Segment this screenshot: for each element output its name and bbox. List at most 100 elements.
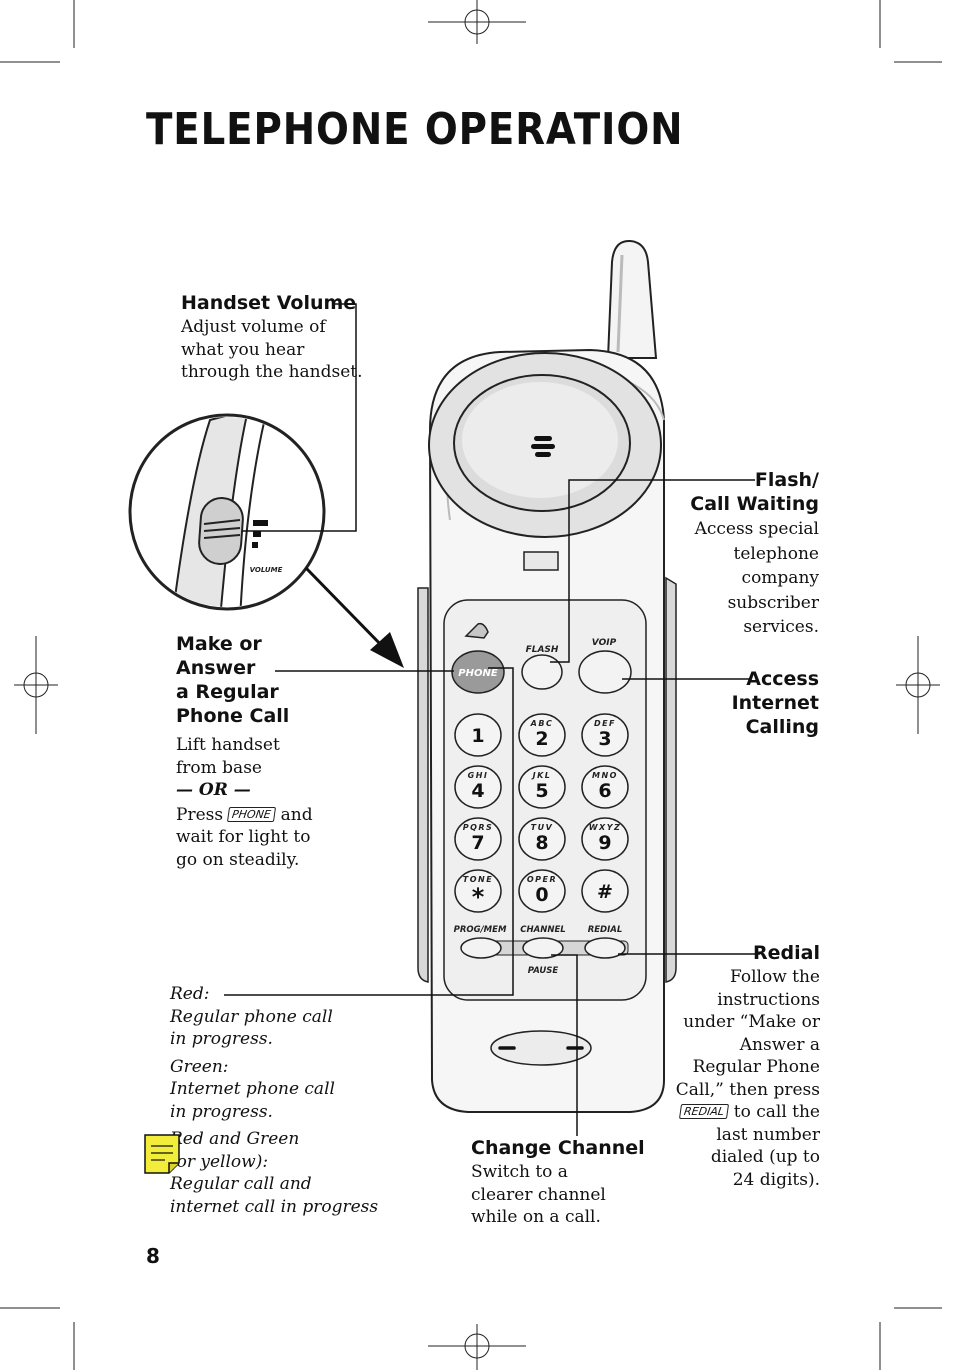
press-suffix: and	[280, 804, 313, 825]
change-channel-line: Switch to a	[471, 1162, 568, 1182]
or-separator: — OR —	[176, 780, 251, 800]
flash-line: Access special	[694, 519, 819, 539]
keypad-key-digit: 5	[535, 780, 548, 802]
indicator-line: Red:	[170, 984, 210, 1004]
handset-volume-heading: Handset Volume	[181, 292, 357, 314]
earpiece	[428, 352, 662, 571]
keypad-key-digit: *	[472, 883, 485, 911]
indicator-line: Green:	[170, 1056, 229, 1077]
keypad-key[interactable]: 1	[454, 713, 502, 757]
redial-key-suffix: to call the	[733, 1102, 820, 1122]
press-prefix: Press	[176, 804, 224, 825]
channel-button[interactable]	[522, 937, 564, 959]
flash-label: FLASH	[526, 645, 559, 655]
keypad-key-digit: 9	[598, 832, 611, 854]
indicator-line: (or yellow):	[170, 1151, 269, 1172]
keypad-key-digit: 2	[535, 728, 548, 750]
redial-line: Answer a	[739, 1034, 820, 1055]
channel-label: CHANNEL	[520, 925, 565, 935]
make-answer-line: from base	[176, 757, 262, 778]
indicator-line: in progress.	[170, 1029, 273, 1049]
indicator-line: Regular phone call	[170, 1006, 333, 1027]
inset-pointer-arrow	[304, 566, 404, 668]
page-number: 8	[146, 1244, 160, 1268]
keypad-key-digit: 4	[471, 780, 484, 802]
sticky-note-icon[interactable]	[143, 1133, 181, 1175]
keypad-key-digit: 6	[598, 780, 611, 802]
handset-volume-line: what you hear	[181, 339, 305, 360]
flash-button[interactable]	[521, 654, 563, 690]
keypad-key-digit: 8	[535, 832, 548, 854]
keypad-key-digit: 3	[598, 728, 611, 750]
redial-callout: Redial Follow the instructions under “Ma…	[660, 941, 820, 1191]
access-heading: Internet	[731, 692, 819, 714]
flash-callout: Flash/ Call Waiting Access special telep…	[660, 468, 819, 640]
redial-label: REDIAL	[588, 925, 623, 935]
keypad-key-digit: #	[597, 881, 613, 903]
make-answer-line: wait for light to	[176, 827, 311, 847]
redial-button[interactable]	[584, 937, 626, 959]
callout-lines	[224, 303, 760, 1136]
flash-line: services.	[743, 617, 819, 637]
change-channel-line: clearer channel	[471, 1184, 606, 1205]
microphone-slot	[490, 1030, 592, 1066]
keypad-key-digit: 1	[471, 725, 484, 747]
redial-line: Regular Phone	[692, 1057, 820, 1077]
redial-line: Call,” then press	[675, 1079, 820, 1100]
voip-label: VOIP	[592, 638, 617, 648]
antenna	[606, 239, 658, 359]
keypad-key-letters: TONE	[463, 875, 493, 884]
keypad-key-letters: OPER	[527, 875, 557, 884]
flash-heading: Call Waiting	[690, 493, 819, 515]
change-channel-callout: Change Channel Switch to a clearer chann…	[471, 1136, 651, 1229]
access-heading: Calling	[745, 716, 819, 738]
keypad-key-digit: 7	[471, 832, 484, 854]
voip-button[interactable]	[578, 650, 632, 694]
volume-inset-label: VOLUME	[250, 566, 283, 574]
redial-line: dialed (up to	[710, 1147, 820, 1167]
indicator-line: in progress.	[170, 1101, 273, 1122]
phone-button[interactable]: PHONE	[451, 650, 505, 694]
phone-button-label: PHONE	[458, 668, 498, 679]
flash-line: subscriber	[727, 592, 819, 613]
prog-mem-button[interactable]	[460, 937, 502, 959]
indicator-legend: Red: Regular phone call in progress. Gre…	[170, 983, 400, 1218]
keypad-key[interactable]: #	[581, 869, 629, 913]
flash-line: telephone	[733, 543, 819, 564]
keypad-key[interactable]: TONE*	[454, 869, 502, 913]
phone-key-glyph: PHONE	[227, 806, 277, 822]
redial-line: instructions	[717, 989, 820, 1010]
make-answer-callout: Make or Answer a Regular Phone Call Lift…	[176, 632, 346, 871]
page-title: TELEPHONE OPERATION	[146, 104, 684, 155]
redial-heading: Redial	[753, 942, 820, 964]
keypad-key-letters: DEF	[594, 719, 616, 728]
prog-mem-label: PROG/MEM	[454, 925, 507, 935]
indicator-light	[464, 622, 489, 639]
keypad-key-letters: GHI	[468, 771, 489, 780]
redial-line: Follow the	[729, 967, 820, 987]
keypad-key-letters: TUV	[531, 823, 554, 832]
change-channel-line: while on a call.	[471, 1207, 601, 1227]
keypad-key-letters: JKL	[531, 771, 552, 780]
handset-volume-callout: Handset Volume Adjust volume of what you…	[181, 291, 371, 384]
redial-key-glyph: REDIAL	[679, 1104, 730, 1119]
flash-line: company	[741, 568, 819, 588]
pause-label: PAUSE	[528, 966, 559, 976]
redial-line: 24 digits).	[732, 1169, 820, 1190]
keypad-key-letters: ABC	[530, 719, 554, 728]
change-channel-heading: Change Channel	[471, 1137, 645, 1159]
keypad-key-letters: MNO	[592, 771, 618, 780]
access-internet-callout: Access Internet Calling	[700, 667, 819, 739]
indicator-line: Internet phone call	[170, 1079, 335, 1099]
